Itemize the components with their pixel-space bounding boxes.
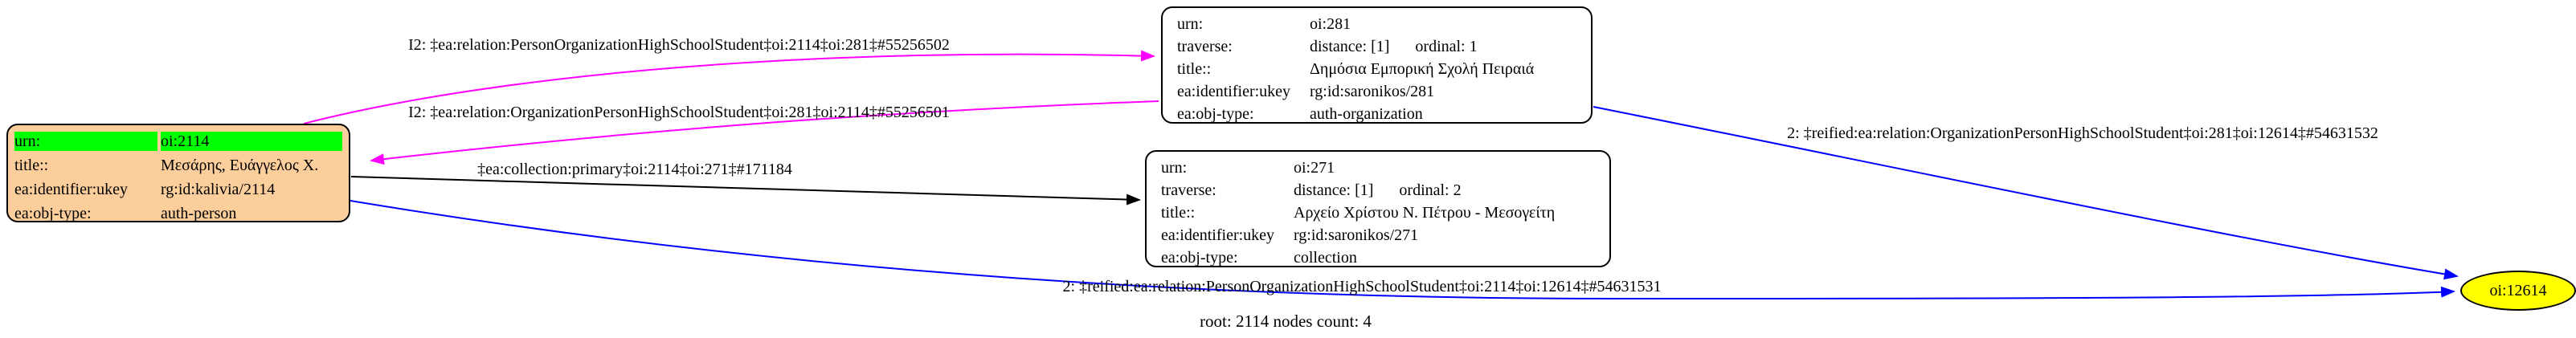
field-key: ea:obj-type: <box>14 205 92 222</box>
collection-node[interactable]: urn: oi:271 traverse: distance: [1]ordin… <box>1145 150 1611 267</box>
field-value: rg:id:saronikos/281 <box>1310 83 1435 100</box>
table-row: urn: oi:271 <box>1161 157 1595 179</box>
organization-node[interactable]: urn: oi:281 traverse: distance: [1]ordin… <box>1161 6 1593 124</box>
field-key: urn: <box>14 132 157 151</box>
field-value: rg:id:saronikos/271 <box>1294 226 1419 244</box>
field-value: Δημόσια Εμπορική Σχολή Πειραιά <box>1310 60 1535 78</box>
target-node[interactable]: oi:12614 <box>2460 271 2576 311</box>
field-value: collection <box>1294 249 1357 267</box>
field-key: ea:obj-type: <box>1177 105 1254 123</box>
field-key: title:: <box>1177 60 1212 78</box>
edge-person-to-target <box>350 200 2455 300</box>
table-row: title:: Αρχείο Χρίστου Ν. Πέτρου - Μεσογ… <box>1161 202 1595 224</box>
edge-label-organization-to-person: I2: ‡ea:relation:OrganizationPersonHighS… <box>408 104 950 121</box>
field-key: ea:identifier:ukey <box>14 181 129 198</box>
edge-person-to-organization <box>303 50 1155 124</box>
table-row: ea:identifier:ukey rg:id:kalivia/2114 <box>14 177 342 202</box>
table-row: urn: oi:281 <box>1177 13 1576 35</box>
edge-label-person-to-organization: I2: ‡ea:relation:PersonOrganizationHighS… <box>408 36 950 54</box>
field-key: title:: <box>1161 204 1196 222</box>
field-key: ea:obj-type: <box>1161 249 1238 267</box>
field-key: ea:identifier:ukey <box>1177 83 1291 100</box>
table-row: ea:obj-type: auth-person <box>14 202 342 226</box>
table-row: title:: Δημόσια Εμπορική Σχολή Πειραιά <box>1177 58 1576 80</box>
target-node-label: oi:12614 <box>2489 281 2547 299</box>
table-row: ea:identifier:ukey rg:id:saronikos/271 <box>1161 224 1595 246</box>
field-value: rg:id:kalivia/2114 <box>161 181 276 198</box>
table-row: ea:identifier:ukey rg:id:saronikos/281 <box>1177 80 1576 103</box>
field-value: oi:271 <box>1294 159 1335 177</box>
edge-organization-to-target <box>1593 106 2459 280</box>
field-value: distance: [1]ordinal: 1 <box>1310 35 1576 58</box>
field-value: auth-person <box>161 205 237 222</box>
field-key: traverse: <box>1161 181 1216 199</box>
ordinal-value: ordinal: 1 <box>1415 38 1478 55</box>
field-value: oi:2114 <box>161 132 342 151</box>
edge-label-person-to-target: 2: ‡reified:ea:relation:PersonOrganizati… <box>1062 278 1662 295</box>
field-value: auth-organization <box>1310 105 1423 123</box>
ordinal-value: ordinal: 2 <box>1399 181 1462 199</box>
field-key: urn: <box>1177 15 1204 33</box>
table-row: ea:obj-type: collection <box>1161 246 1595 269</box>
field-value: Μεσάρης, Ευάγγελος Χ. <box>161 157 319 174</box>
field-value: distance: [1]ordinal: 2 <box>1294 179 1595 202</box>
table-row: traverse: distance: [1]ordinal: 2 <box>1161 179 1595 202</box>
field-value: Αρχείο Χρίστου Ν. Πέτρου - Μεσογείτη <box>1294 204 1556 222</box>
person-node[interactable]: urn: oi:2114 title:: Μεσάρης, Ευάγγελος … <box>6 124 350 222</box>
graph-caption: root: 2114 nodes count: 4 <box>1200 312 1372 331</box>
field-key: urn: <box>1161 159 1188 177</box>
field-key: traverse: <box>1177 38 1233 55</box>
edge-label-organization-to-target: 2: ‡reified:ea:relation:OrganizationPers… <box>1787 124 2378 142</box>
edge-organization-to-person <box>370 100 1159 165</box>
field-key: ea:identifier:ukey <box>1161 226 1275 244</box>
table-row: traverse: distance: [1]ordinal: 1 <box>1177 35 1576 58</box>
field-value: oi:281 <box>1310 15 1351 33</box>
field-key: title:: <box>14 157 49 174</box>
table-row: urn: oi:2114 <box>14 129 342 153</box>
edge-label-person-to-collection: ‡ea:collection:primary‡oi:2114‡oi:271‡#1… <box>477 161 792 178</box>
table-row: title:: Μεσάρης, Ευάγγελος Χ. <box>14 153 342 177</box>
table-row: ea:obj-type: auth-organization <box>1177 103 1576 125</box>
edge-person-to-collection <box>350 176 1141 206</box>
